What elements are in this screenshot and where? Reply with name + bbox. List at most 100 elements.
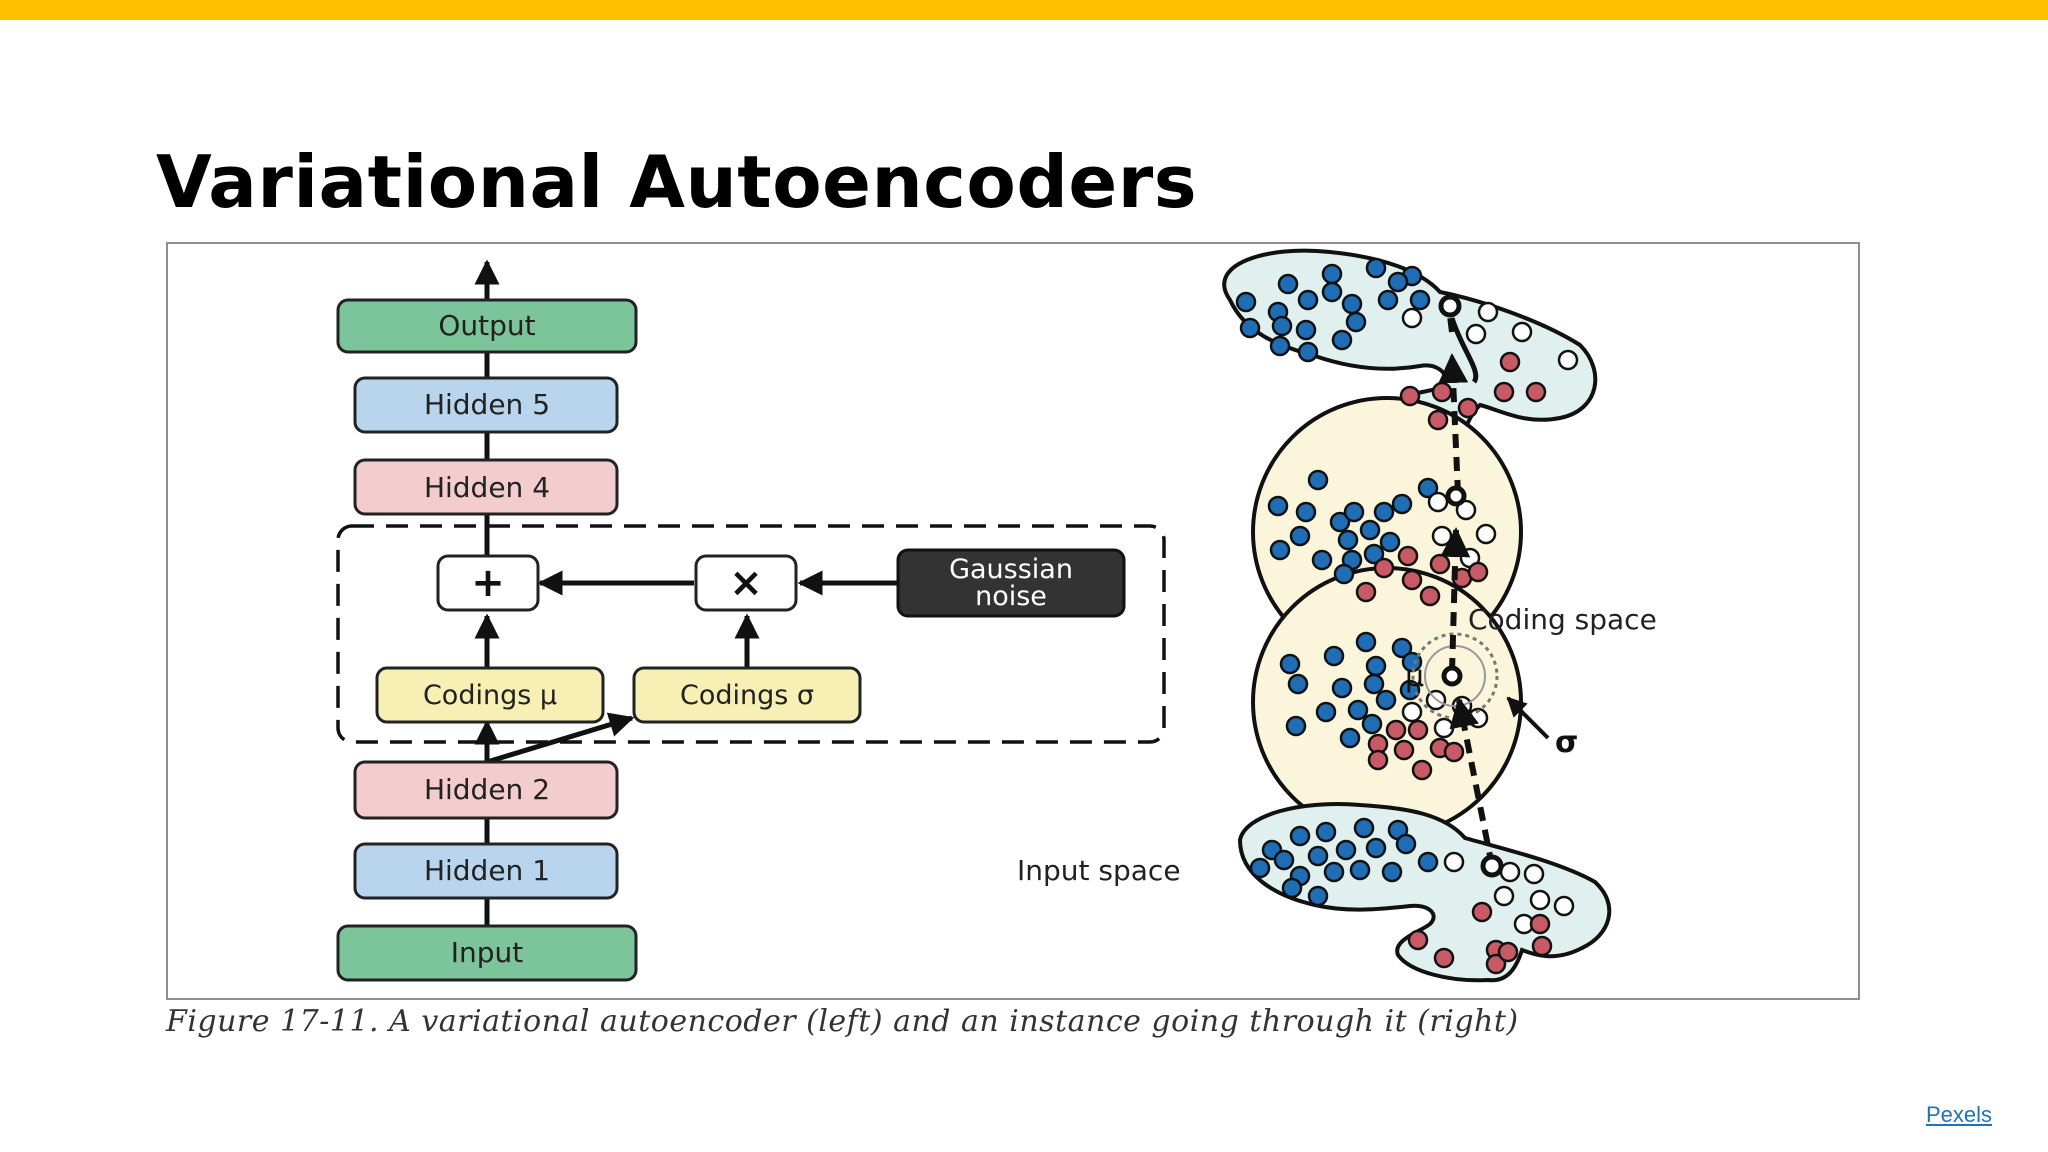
data-point-red: [1411, 759, 1433, 781]
data-point-blue: [1297, 289, 1319, 311]
data-point-white: [1499, 861, 1521, 883]
times-operator-symbol: ×: [729, 560, 763, 606]
data-point-blue: [1323, 645, 1345, 667]
hidden5-layer: Hidden 5: [353, 376, 619, 434]
data-point-white: [1431, 525, 1453, 547]
plus-operator-symbol: +: [471, 560, 505, 606]
data-point-blue: [1373, 501, 1395, 523]
hidden2-layer: Hidden 2: [353, 760, 619, 820]
data-point-blue: [1417, 477, 1439, 499]
data-point-red: [1499, 351, 1521, 373]
data-point-blue: [1281, 877, 1303, 899]
data-point-red: [1429, 553, 1451, 575]
hidden4-layer-label: Hidden 4: [424, 471, 550, 504]
data-point-blue: [1339, 727, 1361, 749]
pexels-credit-link[interactable]: Pexels: [1925, 1102, 1992, 1127]
data-point-blue: [1417, 851, 1439, 873]
codings-mu-label: Codings μ: [423, 680, 557, 711]
input-layer: Input: [336, 924, 638, 982]
data-point-white: [1493, 885, 1515, 907]
data-point-red: [1419, 585, 1441, 607]
data-point-blue: [1307, 469, 1329, 491]
data-point-blue: [1289, 525, 1311, 547]
data-point-blue: [1269, 539, 1291, 561]
slide-title: Variational Autoencoders: [156, 140, 1198, 224]
data-point-blue: [1287, 673, 1309, 695]
data-point-white: [1523, 863, 1545, 885]
data-point-blue: [1289, 825, 1311, 847]
data-point-red: [1367, 749, 1389, 771]
instance-point-input: [1480, 854, 1504, 878]
data-point-blue: [1391, 493, 1413, 515]
data-point-blue: [1329, 511, 1351, 533]
data-point-blue: [1321, 281, 1343, 303]
output-layer: Output: [336, 298, 638, 354]
instance-point-sampled: [1445, 485, 1467, 507]
instance-hook: [1449, 317, 1479, 384]
data-point-white: [1433, 717, 1455, 739]
data-point-blue: [1279, 653, 1301, 675]
data-point-red: [1493, 381, 1515, 403]
data-point-blue: [1363, 673, 1385, 695]
data-point-red: [1373, 557, 1395, 579]
data-point-blue: [1343, 501, 1365, 523]
data-point-blue: [1347, 699, 1369, 721]
data-point-blue: [1355, 631, 1377, 653]
data-point-blue: [1365, 257, 1387, 279]
data-point-white: [1529, 889, 1551, 911]
data-point-blue: [1379, 531, 1401, 553]
data-point-white: [1553, 895, 1575, 917]
data-point-blue: [1307, 885, 1329, 907]
data-point-red: [1529, 913, 1551, 935]
data-point-red: [1457, 397, 1479, 419]
codings-sigma-label: Codings σ: [680, 680, 814, 711]
data-point-blue: [1361, 713, 1383, 735]
data-point-blue: [1337, 529, 1359, 551]
data-point-blue: [1271, 315, 1293, 337]
data-point-red: [1397, 545, 1419, 567]
data-point-red: [1355, 581, 1377, 603]
data-point-red: [1471, 901, 1493, 923]
data-point-red: [1431, 381, 1453, 403]
data-point-blue: [1267, 495, 1289, 517]
data-point-blue: [1277, 273, 1299, 295]
data-point-white: [1427, 491, 1449, 513]
plus-operator: +: [436, 554, 540, 612]
data-point-blue: [1331, 677, 1353, 699]
codings-mu-layer: Codings μ: [375, 666, 605, 724]
data-point-blue: [1377, 289, 1399, 311]
data-point-blue: [1321, 263, 1343, 285]
data-point-blue: [1341, 293, 1363, 315]
gaussian-noise-line1: Gaussian: [949, 554, 1073, 585]
data-point-red: [1443, 741, 1465, 763]
data-point-blue: [1239, 317, 1261, 339]
hidden4-layer: Hidden 4: [353, 458, 619, 516]
data-point-red: [1407, 929, 1429, 951]
data-point-blue: [1381, 861, 1403, 883]
data-point-red: [1531, 935, 1553, 957]
data-point-blue: [1349, 859, 1371, 881]
data-point-blue: [1323, 861, 1345, 883]
hidden5-layer-label: Hidden 5: [424, 388, 550, 421]
data-point-red: [1433, 947, 1455, 969]
data-point-red: [1427, 409, 1449, 431]
network-connectors: [474, 259, 898, 926]
data-point-blue: [1315, 701, 1337, 723]
coding-space-label: Coding space: [1468, 603, 1657, 636]
figure-caption: Figure 17-11. A variational autoencoder …: [166, 1004, 1519, 1039]
mu-label: μ: [1405, 659, 1424, 694]
data-point-red: [1393, 739, 1415, 761]
data-point-blue: [1359, 519, 1381, 541]
data-point-blue: [1311, 549, 1333, 571]
data-point-blue: [1391, 637, 1413, 659]
input-layer-label: Input: [451, 936, 524, 969]
data-point-blue: [1285, 715, 1307, 737]
data-point-red: [1497, 941, 1519, 963]
data-point-red: [1401, 569, 1423, 591]
data-point-white: [1557, 349, 1579, 371]
data-point-blue: [1295, 501, 1317, 523]
data-point-white: [1401, 701, 1423, 723]
instance-point-mu: [1441, 665, 1463, 687]
data-point-blue: [1387, 271, 1409, 293]
